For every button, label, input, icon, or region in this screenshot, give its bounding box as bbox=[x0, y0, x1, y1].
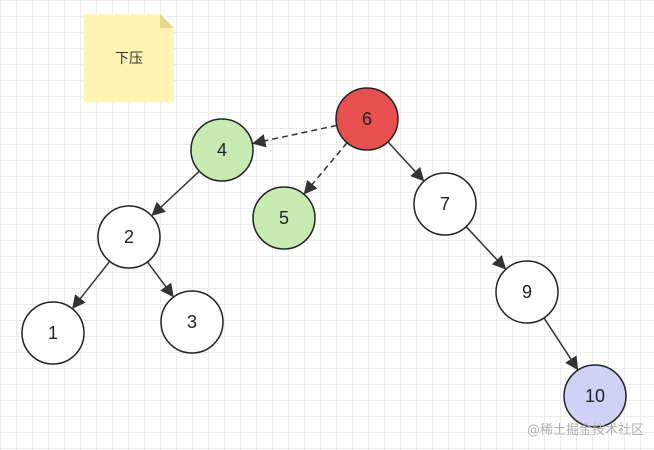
node-4: 4 bbox=[190, 118, 254, 182]
node-2: 2 bbox=[97, 205, 161, 269]
node-circle bbox=[97, 205, 161, 269]
edge-n2-n1 bbox=[72, 260, 111, 309]
sticky-note: 下压 bbox=[84, 14, 174, 102]
sticky-note-fold bbox=[160, 14, 174, 28]
node-label: 6 bbox=[362, 109, 372, 129]
watermark: @稀土掘金技术社区 bbox=[526, 423, 644, 438]
node-10: 10 bbox=[563, 364, 627, 428]
node-label: 3 bbox=[187, 312, 197, 332]
edges bbox=[72, 124, 579, 371]
edge-n2-n3 bbox=[146, 261, 174, 298]
node-label: 4 bbox=[217, 140, 227, 160]
node-3: 3 bbox=[160, 290, 224, 354]
node-circle bbox=[160, 290, 224, 354]
node-label: 1 bbox=[48, 323, 58, 343]
node-7: 7 bbox=[413, 172, 477, 236]
node-label: 2 bbox=[124, 227, 134, 247]
node-5: 5 bbox=[252, 186, 316, 250]
node-label: 9 bbox=[522, 282, 532, 302]
node-circle bbox=[21, 301, 85, 365]
sticky-note-text: 下压 bbox=[115, 51, 143, 67]
edge-n4-n2 bbox=[151, 170, 200, 217]
node-1: 1 bbox=[21, 301, 85, 365]
node-circle bbox=[335, 87, 399, 151]
edge-n6-n7 bbox=[387, 141, 425, 182]
edge-n6-n5 bbox=[303, 142, 348, 195]
nodes: 6 4 5 7 2 9 1 3 10 bbox=[21, 87, 627, 428]
node-circle bbox=[252, 186, 316, 250]
node-circle bbox=[413, 172, 477, 236]
edge-n6-n4 bbox=[251, 124, 337, 148]
node-label: 7 bbox=[440, 194, 450, 214]
node-circle bbox=[190, 118, 254, 182]
node-label: 5 bbox=[279, 208, 289, 228]
edge-n7-n9 bbox=[465, 226, 507, 270]
node-9: 9 bbox=[495, 260, 559, 324]
sticky-note-body bbox=[84, 14, 174, 102]
edge-n9-n10 bbox=[543, 317, 579, 371]
node-label: 10 bbox=[585, 386, 605, 406]
node-circle bbox=[495, 260, 559, 324]
node-circle bbox=[563, 364, 627, 428]
node-6: 6 bbox=[335, 87, 399, 151]
